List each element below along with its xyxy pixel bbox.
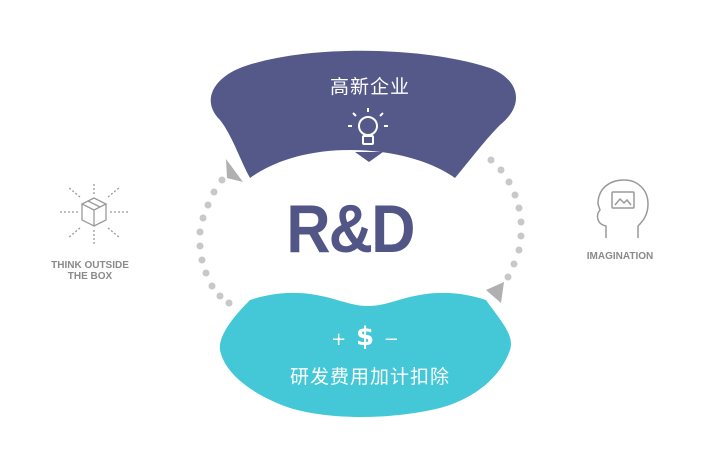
top-segment-notch — [355, 152, 383, 162]
left-item-line2: THE BOX — [67, 271, 113, 282]
arrow-left-head — [226, 159, 243, 182]
dollar-sign-icon: + $ − — [300, 322, 430, 352]
dotted-arc-right — [487, 156, 525, 281]
minus-sign: − — [383, 329, 399, 350]
box-arrows-icon — [60, 182, 128, 244]
bottom-segment-shape — [219, 292, 511, 417]
top-segment-label: 高新企业 — [329, 76, 410, 98]
diagram-title: R&D — [286, 191, 415, 267]
arrow-right-head — [486, 282, 504, 303]
left-item-caption: THINK OUTSIDE THE BOX — [40, 260, 140, 282]
bottom-segment-label: 研发费用加计扣除 — [289, 366, 450, 388]
head-picture-icon — [596, 179, 649, 238]
dollar-sign: $ — [355, 322, 375, 352]
dotted-arc-left — [196, 176, 233, 307]
lightbulb-icon — [348, 108, 388, 145]
top-segment-shape — [210, 50, 517, 178]
left-item-line1: THINK OUTSIDE — [51, 260, 129, 271]
plus-sign: + — [331, 329, 347, 350]
right-item-caption: IMAGINATION — [586, 251, 654, 262]
